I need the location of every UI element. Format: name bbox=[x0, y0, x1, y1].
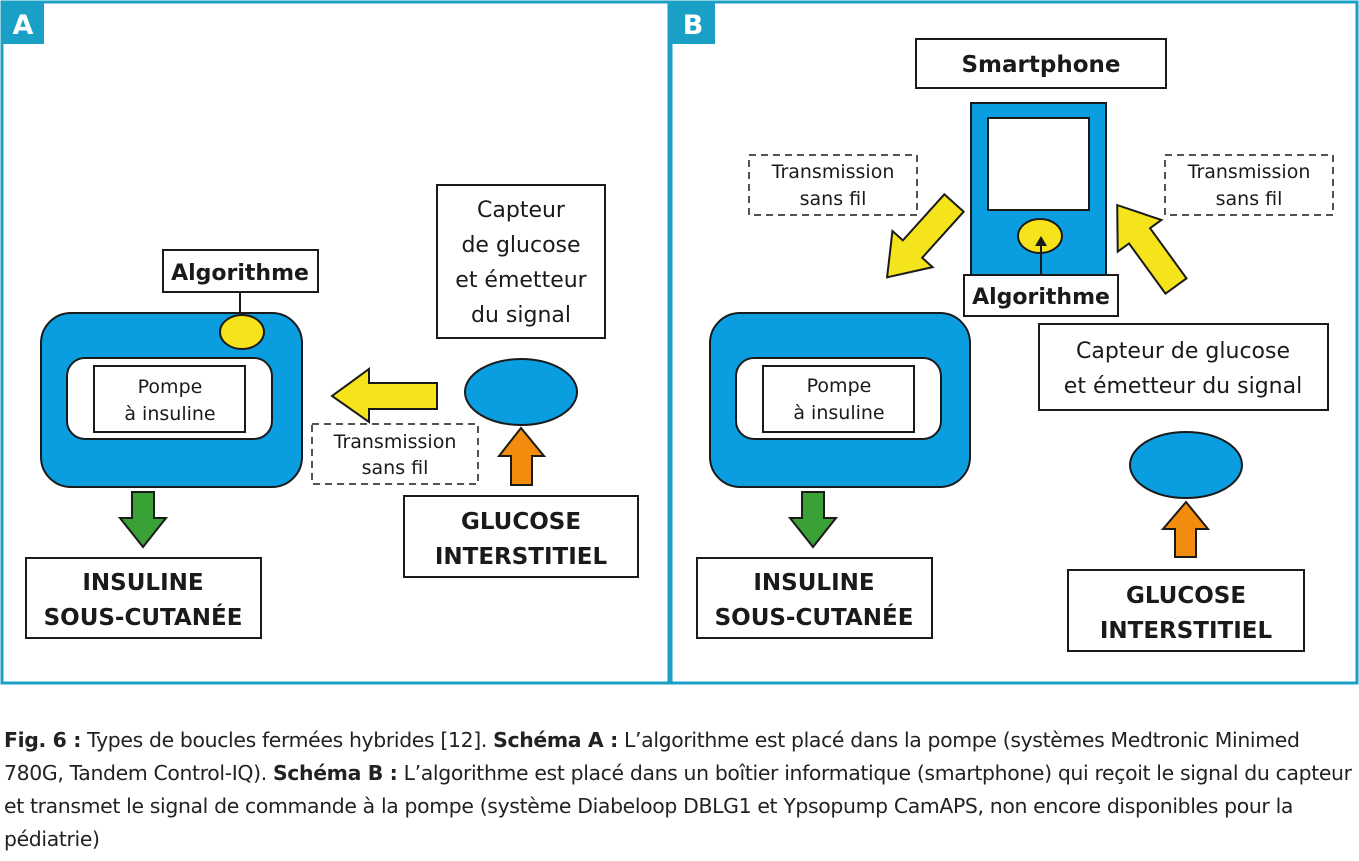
algorithm-box-a bbox=[162, 249, 319, 293]
algorithm-chip-a bbox=[219, 314, 265, 350]
sensor-label-b-line1: Capteur de glucose bbox=[1076, 339, 1290, 364]
figure-caption: Fig. 6 : Types de boucles fermées hybrid… bbox=[4, 724, 1356, 856]
wireless-label-a-line1: Transmission bbox=[333, 431, 457, 453]
sensor-label-b-line2: et émetteur du signal bbox=[1064, 374, 1302, 399]
glucose-label-a-line2: INTERSTITIEL bbox=[435, 544, 608, 570]
smartphone-label: Smartphone bbox=[961, 52, 1120, 78]
closed-loop-diagram: A Algorithme Pompe à insuline INSULINE S… bbox=[0, 0, 1359, 685]
panel-b-frame bbox=[669, 0, 1359, 685]
glucose-sensor-b bbox=[1129, 431, 1243, 499]
wireless-box-b-left bbox=[748, 154, 918, 216]
panel-a-tag-box bbox=[2, 2, 44, 44]
panel-a-tag: A bbox=[13, 10, 34, 41]
insulin-label-a-line1: INSULINE bbox=[82, 570, 203, 596]
caption-a-label: Schéma A : bbox=[493, 728, 618, 752]
wireless-arrow-a bbox=[330, 367, 438, 424]
wireless-label-b-left-line1: Transmission bbox=[771, 161, 895, 183]
sensor-label-a-line2: de glucose bbox=[461, 233, 580, 258]
caption-fig-label: Fig. 6 : bbox=[4, 728, 82, 752]
glucose-arrow-a bbox=[496, 426, 547, 486]
glucose-box-a bbox=[403, 495, 639, 578]
pump-label-a-line1: Pompe bbox=[138, 376, 203, 398]
smartphone-box bbox=[915, 38, 1167, 89]
wireless-label-b-right-line1: Transmission bbox=[1187, 161, 1311, 183]
wireless-box-a bbox=[311, 423, 479, 485]
pump-label-b-line2: à insuline bbox=[793, 402, 884, 424]
wireless-label-b-right-line2: sans fil bbox=[1216, 188, 1283, 210]
sensor-box-a bbox=[436, 184, 606, 339]
sensor-label-a-line3: et émetteur bbox=[455, 268, 587, 293]
panel-b-tag: B bbox=[683, 10, 704, 41]
wireless-arrow-b-to-pump bbox=[885, 192, 966, 279]
panel-b: B Smartphone Algorithme Transmission san… bbox=[669, 0, 1359, 685]
pump-label-a-line2: à insuline bbox=[124, 403, 215, 425]
caption-a-text: L’algorithme est placé dans la pompe (sy… bbox=[4, 728, 1300, 785]
glucose-label-b-line2: INTERSTITIEL bbox=[1100, 618, 1273, 644]
caption-b-label: Schéma B : bbox=[272, 761, 398, 785]
wireless-box-b-right bbox=[1164, 154, 1334, 216]
algorithm-pointer-head-b bbox=[1035, 236, 1047, 246]
pump-label-box-b bbox=[762, 365, 915, 433]
algorithm-label-b: Algorithme bbox=[972, 285, 1110, 310]
insulin-arrow-b bbox=[787, 491, 839, 549]
sensor-box-b bbox=[1038, 323, 1329, 411]
panel-a-frame bbox=[0, 0, 671, 685]
panel-b-tag-box bbox=[671, 2, 715, 44]
pump-label-box-a bbox=[93, 365, 246, 433]
insulin-box-a bbox=[25, 557, 262, 639]
sensor-label-a-line1: Capteur bbox=[477, 198, 566, 223]
insulin-label-b-line2: SOUS-CUTANÉE bbox=[715, 603, 914, 631]
wireless-arrow-b-to-phone bbox=[1116, 203, 1188, 296]
wireless-label-b-left-line2: sans fil bbox=[800, 188, 867, 210]
caption-intro: Types de boucles fermées hybrides [12]. bbox=[81, 728, 494, 752]
algorithm-label-a: Algorithme bbox=[171, 261, 309, 286]
panel-a: A Algorithme Pompe à insuline INSULINE S… bbox=[0, 0, 671, 685]
caption-b-text: L’algorithme est placé dans un boîtier i… bbox=[4, 761, 1352, 851]
glucose-arrow-b bbox=[1160, 500, 1211, 558]
insulin-arrow-a bbox=[117, 491, 169, 549]
insulin-box-b bbox=[696, 557, 933, 639]
insulin-label-b-line1: INSULINE bbox=[753, 570, 874, 596]
wireless-label-a-line2: sans fil bbox=[362, 457, 429, 479]
pump-label-b-line1: Pompe bbox=[807, 375, 872, 397]
algorithm-box-b bbox=[963, 274, 1119, 317]
insulin-label-a-line2: SOUS-CUTANÉE bbox=[44, 603, 243, 631]
glucose-label-a-line1: GLUCOSE bbox=[461, 509, 581, 535]
glucose-box-b bbox=[1067, 569, 1305, 652]
glucose-label-b-line1: GLUCOSE bbox=[1126, 583, 1246, 609]
glucose-sensor-a bbox=[464, 358, 578, 426]
smartphone-screen bbox=[987, 117, 1090, 211]
sensor-label-a-line4: du signal bbox=[471, 303, 571, 328]
